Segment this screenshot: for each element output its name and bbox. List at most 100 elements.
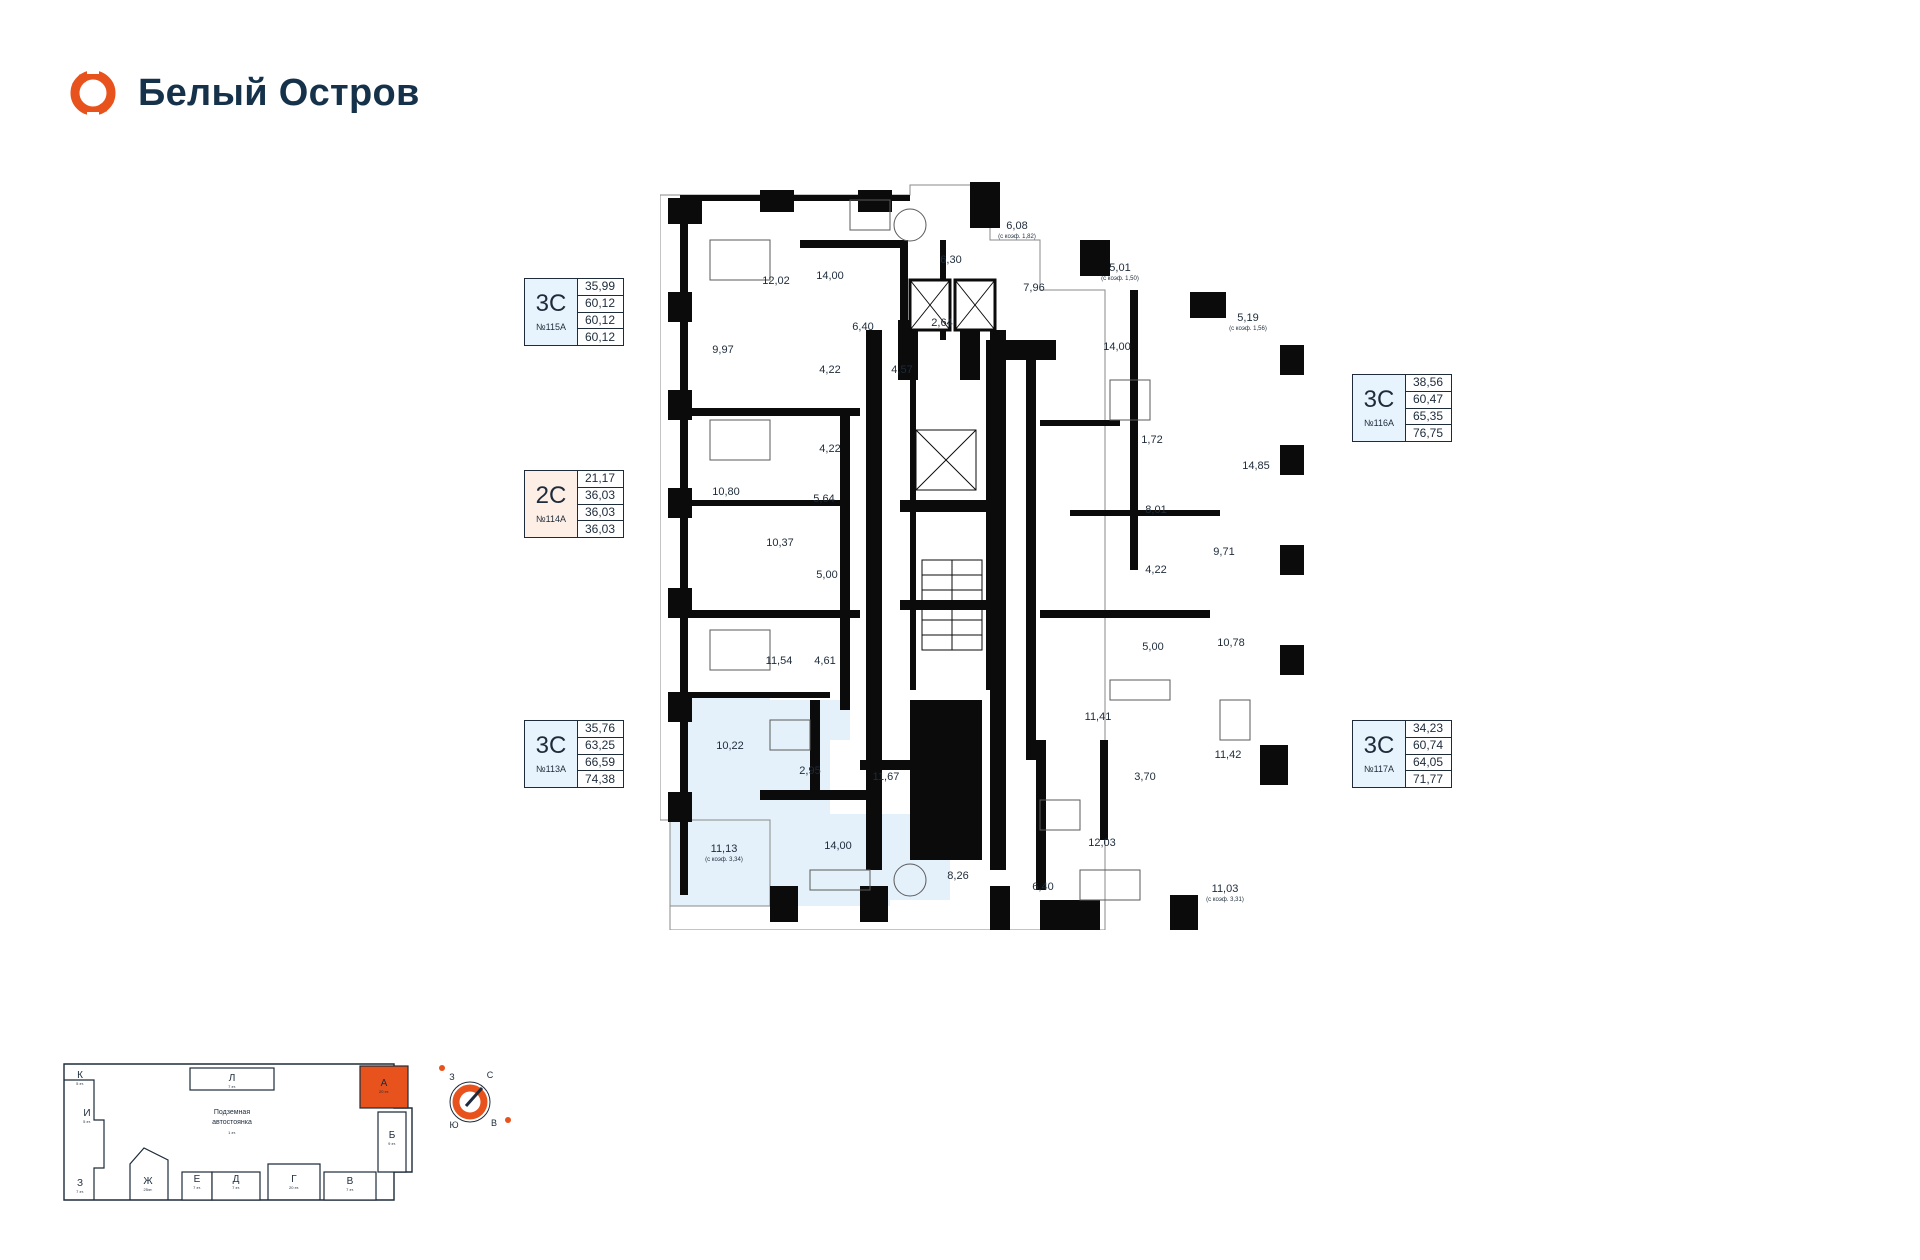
site-floors: 7 эт. [346, 1187, 354, 1192]
staircase [921, 559, 983, 651]
room-area: 6,40 [852, 321, 873, 333]
section-d[interactable] [211, 1171, 261, 1201]
section-l[interactable] [189, 1067, 275, 1091]
unit-area: 76,75 [1413, 425, 1444, 440]
section-wall [129, 1147, 169, 1200]
room-area: 2,64 [931, 317, 952, 329]
compass-needle [464, 1087, 484, 1107]
unit-area: 63,25 [578, 738, 623, 755]
furniture [709, 199, 1251, 901]
unit-area: 66,59 [578, 755, 623, 772]
site-floors: 20 эт. [379, 1089, 389, 1094]
lift-x [909, 279, 951, 331]
site-label: К [77, 1070, 83, 1081]
site-label: Б [389, 1130, 396, 1141]
site-floors: 7 эт. [76, 1189, 84, 1194]
unit-number: №113А [535, 764, 566, 774]
site-floors: 7 эт. [232, 1185, 240, 1190]
unit-area: 65,35 [1406, 409, 1451, 426]
room-area: 7,96 [1023, 282, 1044, 294]
room-area: 11,03 [1212, 883, 1239, 895]
unit-areas: 21,17 36,03 36,03 36,03 [578, 471, 623, 537]
room-note: (с коэф. 1,82) [998, 234, 1036, 240]
room-area: 14,85 [1242, 460, 1270, 472]
section-v[interactable] [323, 1171, 377, 1201]
room-area: 5,00 [1142, 641, 1163, 653]
room-area-note: (с коэф. 3,31) [1206, 897, 1244, 903]
unit-card-113[interactable]: 3С №113А 35,76 63,25 66,59 74,38 [524, 720, 624, 788]
unit-number: №117А [1363, 764, 1394, 774]
room-area: 11,41 [1085, 711, 1112, 723]
section-b[interactable] [377, 1111, 407, 1173]
unit-card-115[interactable]: 3С №115А 35,99 60,12 60,12 60,12 [524, 278, 624, 346]
site-label: З [77, 1178, 83, 1189]
section-e[interactable] [181, 1171, 213, 1201]
unit-area: 36,03 [578, 505, 623, 522]
room-area: 9,71 [1213, 546, 1234, 558]
unit-type-block: 3С №116А [1353, 375, 1406, 441]
lift-x [954, 279, 996, 331]
unit-areas: 35,76 63,25 66,59 74,38 [578, 721, 623, 787]
unit-area: 36,03 [578, 488, 623, 505]
room-area: 4,61 [814, 655, 835, 667]
brand-logo[interactable]: Белый Остров [66, 66, 420, 120]
room-area: 12,03 [1088, 837, 1116, 849]
site-label: В [347, 1176, 354, 1187]
room-area: 9,97 [712, 344, 733, 356]
room-note: (с коэф. 1,50) [1101, 276, 1139, 282]
section-g[interactable] [267, 1163, 321, 1200]
room-area: 10,80 [712, 486, 740, 498]
unit-area: 60,12 [585, 329, 616, 344]
room-area: 11,67 [873, 771, 900, 783]
compass-south: Ю [449, 1120, 458, 1130]
unit-card-116[interactable]: 3С №116А 38,56 60,47 65,35 76,75 [1352, 374, 1452, 442]
unit-card-117[interactable]: 3С №117А 34,23 60,74 64,05 71,77 [1352, 720, 1452, 788]
site-label: И [83, 1108, 90, 1119]
unit-area: 74,38 [585, 771, 616, 786]
section-wall [64, 1079, 105, 1200]
compass-disc [452, 1084, 488, 1120]
site-label: Ж [143, 1176, 153, 1187]
room-area: 6,40 [1032, 881, 1053, 893]
room-area: 5,19 [1237, 312, 1258, 324]
unit-area: 60,47 [1406, 392, 1451, 409]
unit-card-114[interactable]: 2С №114А 21,17 36,03 36,03 36,03 [524, 470, 624, 538]
site-label: Д [233, 1174, 240, 1185]
unit-type-block: 3С №113А [525, 721, 578, 787]
brand-ring-icon [70, 66, 116, 120]
unit-area: 36,03 [585, 521, 616, 536]
building-outline [660, 184, 1106, 930]
unit-type-block: 3С №115А [525, 279, 578, 345]
site-floors: 25эт. [144, 1187, 153, 1192]
compass-east: В [491, 1118, 497, 1128]
unit-number: №114А [535, 514, 566, 524]
site-label: Е [194, 1174, 201, 1185]
unit-areas: 35,99 60,12 60,12 60,12 [578, 279, 623, 345]
site-labels: К 5 эт. Л 7 эт. А 20 эт. И 5 эт. Б 9 эт.… [76, 1070, 396, 1194]
section-a[interactable] [359, 1065, 409, 1109]
site-center-floors: 1 эт. [228, 1130, 236, 1135]
unit-area: 21,17 [578, 471, 623, 488]
site-center-title: Подземная [214, 1109, 250, 1116]
floor-plan: 6,08 (с коэф. 1,82) 5,01 (с коэф. 1,50) … [660, 182, 1304, 930]
site-center-title2: автостоянка [212, 1119, 252, 1126]
room-area: 5,01 [1109, 262, 1130, 274]
room-area: 1,72 [1141, 434, 1162, 446]
site-label: Г [291, 1174, 297, 1185]
brand-title: Белый Остров [138, 71, 420, 114]
room-area: 11,42 [1215, 749, 1242, 761]
room-area: 12,02 [762, 275, 790, 287]
room-area: 6,30 [940, 254, 961, 266]
unit-area: 64,05 [1406, 755, 1451, 772]
unit-area: 60,12 [578, 296, 623, 313]
room-area: 4,22 [1145, 564, 1166, 576]
unit-area: 38,56 [1406, 375, 1451, 392]
compass-north: С [487, 1070, 494, 1080]
room-area: 3,70 [1134, 771, 1155, 783]
room-area: 14,00 [824, 840, 852, 852]
sun-icon [505, 1117, 511, 1123]
unit-number: №115А [535, 322, 566, 332]
room-area: 4,57 [891, 364, 912, 376]
unit-type: 2С [535, 482, 567, 509]
room-area: 5,64 [813, 493, 834, 505]
